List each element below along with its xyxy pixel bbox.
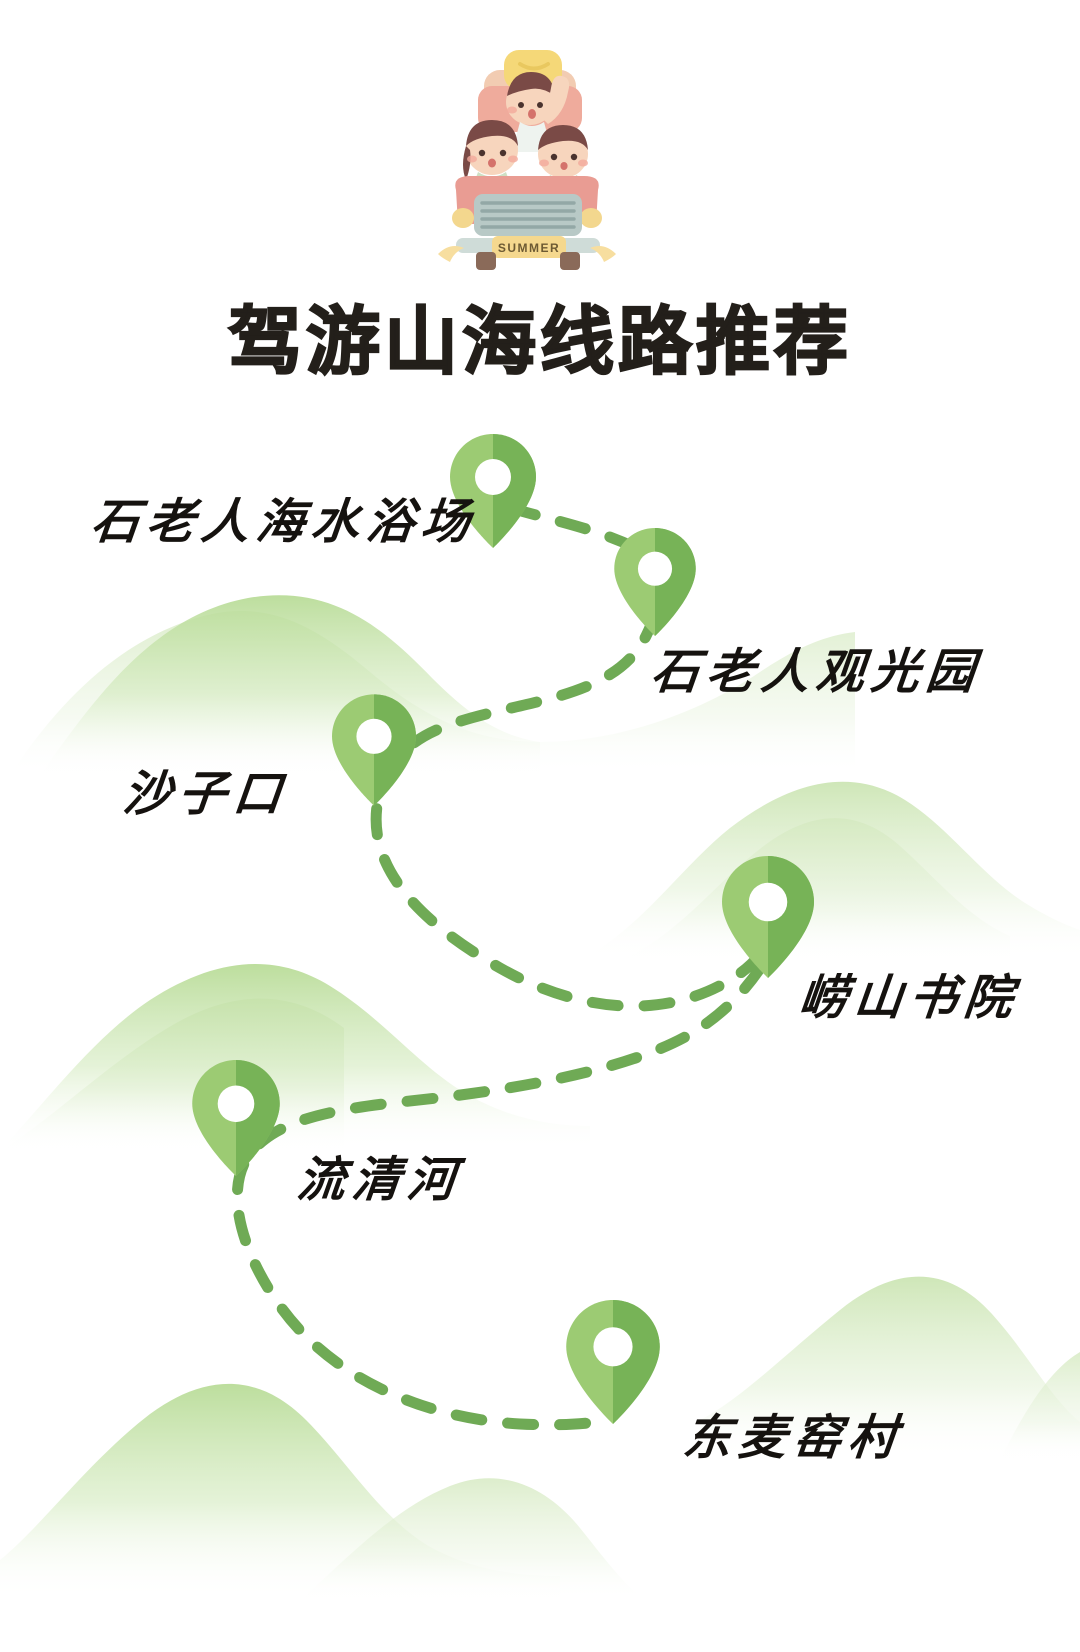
place-label-stop-6: 东麦窑村 <box>680 1410 907 1466</box>
place-label-stop-4: 崂山书院 <box>796 970 1023 1026</box>
place-label-stop-1: 石老人海水浴场 <box>88 494 480 550</box>
map-pin-stop-2[interactable] <box>614 528 696 636</box>
place-label-stop-2: 石老人观光园 <box>648 644 985 700</box>
map-pin-stop-6[interactable] <box>566 1300 660 1424</box>
map-pin-icon <box>722 856 814 978</box>
map-pin-icon <box>566 1300 660 1424</box>
license-plate-text: SUMMER <box>498 241 560 255</box>
hill-group-right-middle <box>580 781 1080 960</box>
place-label-stop-5: 流清河 <box>294 1152 466 1208</box>
family-car-summer-icon: SUMMER <box>438 50 616 270</box>
map-pin-stop-4[interactable] <box>722 856 814 978</box>
map-pin-stop-5[interactable] <box>192 1060 280 1176</box>
place-label-stop-3: 沙子口 <box>120 766 292 822</box>
map-pin-icon <box>192 1060 280 1176</box>
hill-group-bottom-left <box>0 1383 640 1600</box>
page-title: 驾游山海线路推荐 <box>227 298 852 386</box>
hill-group-left-middle <box>0 964 590 1150</box>
map-pin-stop-3[interactable] <box>332 694 416 806</box>
map-pin-icon <box>614 528 696 636</box>
map-pin-icon <box>332 694 416 806</box>
